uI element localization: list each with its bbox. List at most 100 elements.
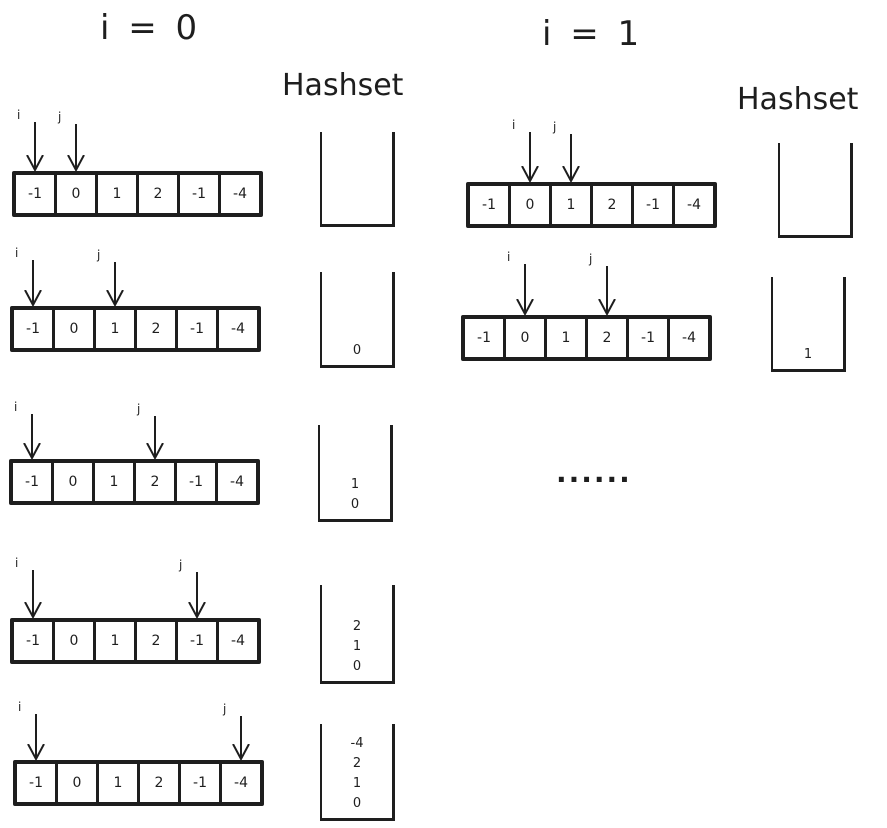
- hashset-value: 1: [352, 639, 362, 654]
- array-cell: -1: [16, 175, 57, 213]
- array-cell: -1: [177, 463, 218, 501]
- hashset-bucket: 0: [320, 272, 395, 368]
- pointer-i-label: i: [17, 108, 21, 122]
- array-cell: 2: [139, 175, 180, 213]
- array-cell: -1: [14, 310, 55, 348]
- arrow-down-icon: [516, 299, 534, 315]
- array-cell: -1: [178, 310, 219, 348]
- hashset-value: 1: [352, 776, 362, 791]
- hashset-bucket: [778, 143, 853, 238]
- array-cell: 1: [96, 310, 137, 348]
- arrow-down-icon: [24, 290, 42, 306]
- arrow-down-icon: [67, 155, 85, 171]
- hashset-value: 1: [350, 477, 360, 492]
- pointer-j: j: [97, 248, 125, 306]
- array-cell: 2: [137, 310, 178, 348]
- arrow-down-icon: [24, 602, 42, 618]
- arrow-down-icon: [27, 744, 45, 760]
- array-cell: 0: [54, 463, 95, 501]
- array-cell: 2: [593, 186, 634, 224]
- hashset-bucket: [320, 132, 395, 227]
- pointer-j-label: j: [223, 702, 227, 716]
- pointer-i-label: i: [512, 118, 516, 132]
- array-cell: 0: [506, 319, 547, 357]
- array-cell: 0: [55, 310, 96, 348]
- pointer-i-shaft: [529, 132, 531, 180]
- array-cell: 1: [99, 764, 140, 802]
- array-cell: 0: [57, 175, 98, 213]
- arrow-down-icon: [232, 744, 250, 760]
- pointer-j-label: j: [137, 402, 141, 416]
- arrow-down-icon: [106, 290, 124, 306]
- pointer-j-shaft: [240, 716, 242, 758]
- pointer-j-label: j: [97, 248, 101, 262]
- panel-i0-title: i = 0: [100, 8, 202, 48]
- pointer-j-label: j: [589, 252, 593, 266]
- pointer-j: j: [553, 120, 581, 182]
- pointer-i-shaft: [32, 260, 34, 304]
- array-cell: -1: [629, 319, 670, 357]
- arrow-down-icon: [521, 166, 539, 182]
- pointer-i: i: [15, 556, 43, 618]
- pointer-j-shaft: [75, 124, 77, 169]
- array-cell: -1: [13, 463, 54, 501]
- pointer-j: j: [137, 402, 165, 459]
- pointer-i: i: [14, 400, 42, 459]
- pointer-i-label: i: [507, 250, 511, 264]
- pointer-i-shaft: [524, 264, 526, 313]
- array-cell: 2: [140, 764, 181, 802]
- pointer-j-label: j: [58, 110, 62, 124]
- arrow-down-icon: [562, 166, 580, 182]
- pointer-i-label: i: [15, 246, 19, 260]
- hashset-value: 0: [352, 796, 362, 811]
- pointer-i: i: [512, 118, 540, 182]
- pointer-j: j: [58, 110, 86, 171]
- pointer-i: i: [507, 250, 535, 315]
- panel-i1-title: i = 1: [542, 14, 644, 54]
- array-cell: -1: [180, 175, 221, 213]
- array-cell: -4: [682, 330, 696, 346]
- pointer-j-shaft: [196, 572, 198, 616]
- pointer-i-shaft: [34, 122, 36, 169]
- array-cell: -4: [687, 197, 701, 213]
- array-cell: -1: [178, 622, 219, 660]
- pointer-j-shaft: [114, 262, 116, 304]
- hashset-bucket: 1: [771, 277, 846, 372]
- array-cell: 1: [547, 319, 588, 357]
- array-cell: -1: [14, 622, 55, 660]
- array-cell: -1: [465, 319, 506, 357]
- pointer-j-shaft: [154, 416, 156, 457]
- hashset-value: 0: [352, 343, 362, 358]
- pointer-j: j: [589, 252, 617, 315]
- arrow-down-icon: [146, 443, 164, 459]
- pointer-i-label: i: [14, 400, 18, 414]
- pointer-i-shaft: [31, 414, 33, 457]
- pointer-j: j: [179, 558, 207, 618]
- array-cell: 1: [96, 622, 137, 660]
- pointer-i-label: i: [18, 700, 22, 714]
- array-cell: -1: [634, 186, 675, 224]
- array-cell: 0: [511, 186, 552, 224]
- array-cell: 2: [137, 622, 178, 660]
- hashset-value: -4: [350, 736, 364, 751]
- array-cell: -1: [17, 764, 58, 802]
- array-cell: 1: [95, 463, 136, 501]
- array-cell: -1: [470, 186, 511, 224]
- arrow-down-icon: [598, 299, 616, 315]
- array-cell: 0: [55, 622, 96, 660]
- hashset-value: 1: [803, 347, 813, 362]
- pointer-i: i: [15, 246, 43, 306]
- panel-i1-hashset-label: Hashset: [737, 82, 859, 117]
- array-cell: -4: [231, 321, 245, 337]
- pointer-j: j: [223, 702, 251, 760]
